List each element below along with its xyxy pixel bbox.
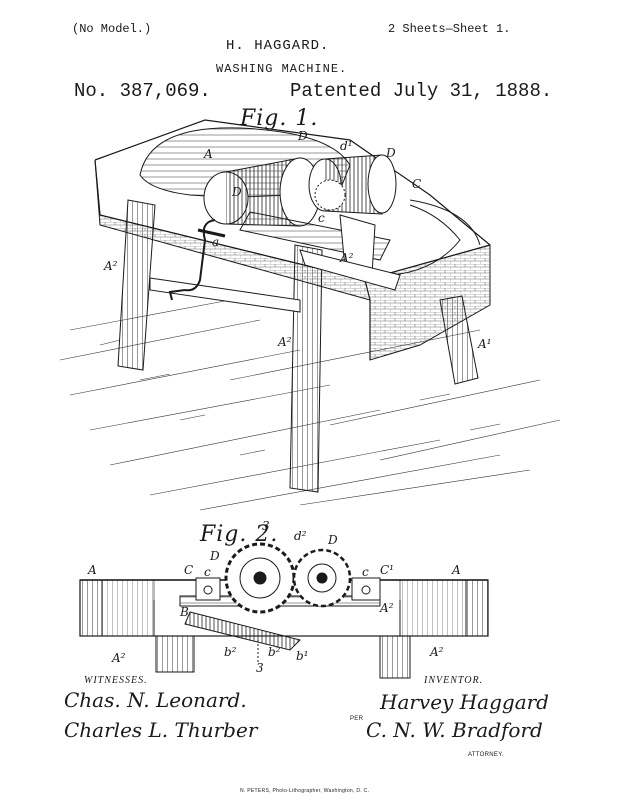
fig1-crank: [168, 219, 226, 301]
fig2-label: D: [209, 549, 220, 563]
per-label: PER: [350, 716, 364, 722]
fig2-label: A²: [379, 601, 394, 615]
fig1-label: A²: [277, 335, 292, 349]
inventor-label: INVENTOR.: [424, 675, 484, 686]
fig2-label: A: [87, 563, 97, 577]
fig1-legs: [117, 199, 479, 493]
sheet-count: 2 Sheets—Sheet 1.: [388, 22, 511, 36]
attorney-label: ATTORNEY.: [468, 752, 504, 758]
fig2-label: C: [184, 563, 193, 577]
patent-title: WASHING MACHINE.: [216, 62, 348, 76]
witness-signature-2: Charles L. Thurber: [64, 718, 258, 742]
fig2-label: d²: [294, 529, 307, 543]
fig2-label: A: [451, 563, 461, 577]
fig2-label: b²: [268, 645, 281, 659]
fig1-label: c: [318, 211, 325, 225]
inventor-name: H. HAGGARD.: [226, 38, 330, 54]
fig1-label: D: [231, 185, 242, 199]
model-note: (No Model.): [72, 22, 152, 36]
fig2-rollers: [224, 542, 352, 614]
fig1-label: C: [412, 177, 421, 191]
fig2-label: A²: [429, 645, 444, 659]
fig1-label: A¹: [477, 337, 491, 351]
witness-signature-1: Chas. N. Leonard.: [64, 688, 247, 712]
fig2-label: b²: [224, 645, 237, 659]
fig1-labels: A D d¹ D C D a c A² A² A² A¹: [103, 129, 491, 351]
fig1-label: D: [297, 129, 308, 143]
fig2-labels: 3 d² D D C c c C¹ A A B A² b² b¹ b² 3 A²…: [87, 519, 461, 675]
witnesses-label: WITNESSES.: [84, 675, 148, 686]
fig2-label: 3: [256, 661, 264, 675]
fig1-drawing: [59, 119, 561, 511]
fig1-label: A²: [339, 251, 354, 265]
fig1-label: D: [385, 146, 396, 160]
patent-date: Patented July 31, 1888.: [290, 80, 553, 102]
inventor-signature: Harvey Haggard: [380, 690, 549, 714]
printer-credit: N. PETERS, Photo-Lithographer, Washingto…: [240, 788, 370, 794]
attorney-signature: C. N. W. Bradford: [366, 718, 543, 742]
fig2-label: D: [327, 533, 338, 547]
patent-number: No. 387,069.: [74, 80, 211, 102]
fig2-label: 3: [262, 519, 270, 533]
fig2-label: B: [179, 605, 189, 619]
fig1-label: A²: [103, 259, 118, 273]
fig1-label: A: [203, 147, 213, 161]
fig1-floor: [59, 299, 561, 511]
fig1-mechanism: [239, 179, 401, 291]
fig2-label: C¹: [380, 563, 394, 577]
fig1-label: d¹: [340, 139, 353, 153]
fig2-label: A²: [111, 651, 126, 665]
fig2-washboard: [184, 611, 301, 651]
fig2-label: c: [362, 565, 369, 579]
fig2-label: c: [204, 565, 211, 579]
fig1-label: a: [212, 235, 219, 249]
fig2-label: b¹: [296, 649, 309, 663]
fig2-drawing: [79, 542, 489, 679]
